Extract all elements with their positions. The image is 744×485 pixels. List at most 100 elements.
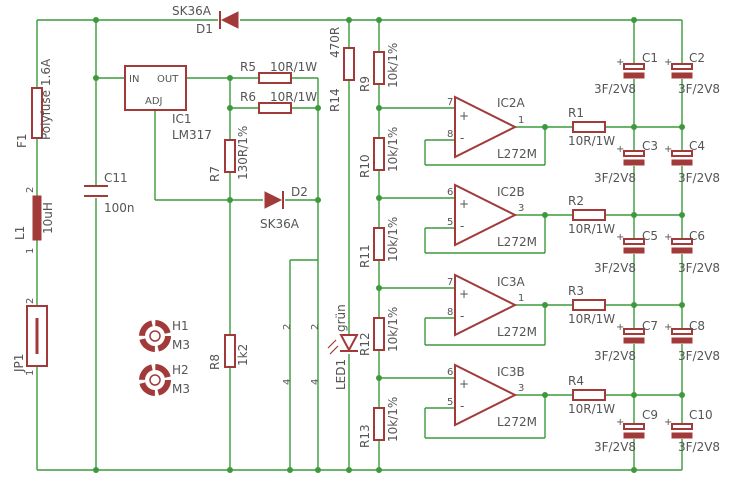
r4-value: 10R/1W xyxy=(568,402,615,416)
ic2a-name: IC2A xyxy=(497,96,526,110)
resistor-r5: R5 10R/1W xyxy=(240,60,317,84)
r11-value: 10k/1% xyxy=(386,217,400,262)
r3-name: R3 xyxy=(568,284,584,298)
c1-name: C1 xyxy=(642,51,658,65)
c8-value: 3F/2V8 xyxy=(678,349,720,363)
ic2b-name: IC2B xyxy=(497,185,525,199)
ic3a-value: L272M xyxy=(497,325,537,339)
led1-pin2a: 2 xyxy=(282,324,293,330)
resistor-r3: R3 10R/1W xyxy=(568,284,615,326)
c5-name: C5 xyxy=(642,229,658,243)
r9-name: R9 xyxy=(358,76,372,92)
opamp-ic3a: + - 7 8 1 IC3A L272M xyxy=(447,273,537,339)
r2-value: 10R/1W xyxy=(568,222,615,236)
resistor-r12: R12 10k/1% xyxy=(358,307,400,356)
c2-value: 3F/2V8 xyxy=(678,82,720,96)
capacitor-c6: + C6 3F/2V8 xyxy=(664,229,720,275)
ic1-pin-out: OUT xyxy=(157,74,179,85)
r6-name: R6 xyxy=(240,90,256,104)
led1-pin4a: 4 xyxy=(282,379,293,385)
r1-name: R1 xyxy=(568,106,584,120)
r1-value: 10R/1W xyxy=(568,134,615,148)
c2-plus: + xyxy=(664,57,672,68)
capacitor-c1: + C1 3F/2V8 xyxy=(594,51,658,96)
resistor-r7: R7 130R/1% xyxy=(208,126,250,182)
resistor-r13: R13 10k/1% xyxy=(358,397,400,448)
jp1-pin1: 1 xyxy=(25,370,36,376)
r3-value: 10R/1W xyxy=(568,312,615,326)
jumper-jp1: 2 1 JP1 xyxy=(12,298,48,376)
r5-value: 10R/1W xyxy=(270,60,317,74)
led1-name: LED1 xyxy=(334,359,348,390)
c4-name: C4 xyxy=(689,139,705,153)
c9-plus: + xyxy=(616,417,624,428)
r10-name: R10 xyxy=(358,154,372,178)
ic3b-minus: - xyxy=(460,399,464,413)
ic2a-pin-minus: 8 xyxy=(447,129,453,140)
resistor-r2: R2 10R/1W xyxy=(568,194,615,236)
ic1-pin-adj: ADJ xyxy=(145,96,163,107)
c1-value: 3F/2V8 xyxy=(594,82,636,96)
mounting-hole-h1: H1 M3 xyxy=(139,319,190,352)
h1-value: M3 xyxy=(172,338,190,352)
l1-name: L1 xyxy=(13,226,27,240)
c1-plus: + xyxy=(616,57,624,68)
ic3a-pin-out: 1 xyxy=(518,293,524,304)
c3-plus: + xyxy=(616,144,624,155)
ic1-name: IC1 xyxy=(172,112,192,126)
c7-plus: + xyxy=(616,322,624,333)
ic3b-plus: + xyxy=(459,377,469,391)
resistor-r9: R9 10k/1% xyxy=(358,43,400,92)
r2-name: R2 xyxy=(568,194,584,208)
d2-value: SK36A xyxy=(260,217,300,231)
d1-value: SK36A xyxy=(172,4,212,18)
ic3b-pin-out: 3 xyxy=(518,383,524,394)
c11-value: 100n xyxy=(104,201,135,215)
ic3b-pin-minus: 5 xyxy=(447,397,453,408)
led1-pin4b: 4 xyxy=(310,379,321,385)
ic2b-value: L272M xyxy=(497,235,537,249)
ic3a-minus: - xyxy=(460,309,464,323)
opamp-ic2b: + - 6 5 3 IC2B L272M xyxy=(447,183,537,249)
led1-pin2b: 2 xyxy=(310,324,321,330)
c10-value: 3F/2V8 xyxy=(678,440,720,454)
l1-pin1: 1 xyxy=(25,248,36,254)
resistor-r11: R11 10k/1% xyxy=(358,217,400,268)
led1-value: grün xyxy=(334,304,348,332)
c9-name: C9 xyxy=(642,408,658,422)
ic3a-pin-plus: 7 xyxy=(447,277,453,288)
r14-value: 470R xyxy=(328,27,342,58)
resistor-r4: R4 10R/1W xyxy=(568,374,615,416)
capacitor-c8: + C8 3F/2V8 xyxy=(664,319,720,363)
ic2b-pin-minus: 5 xyxy=(447,217,453,228)
r4-name: R4 xyxy=(568,374,584,388)
l1-value: 10uH xyxy=(41,202,55,234)
ic1-pin-in: IN xyxy=(129,74,139,85)
resistor-r6: R6 10R/1W xyxy=(240,90,317,114)
r13-name: R13 xyxy=(358,424,372,448)
r5-name: R5 xyxy=(240,60,256,74)
ic2a-minus: - xyxy=(460,131,464,145)
jp1-name: JP1 xyxy=(12,354,26,373)
resistor-r10: R10 10k/1% xyxy=(358,127,400,178)
h1-name: H1 xyxy=(172,319,189,333)
capacitor-c11: C11 100n xyxy=(84,171,135,215)
c6-value: 3F/2V8 xyxy=(678,261,720,275)
diode-d1: SK36A D1 xyxy=(172,4,240,36)
capacitor-c10: + C10 3F/2V8 xyxy=(664,408,720,454)
r10-value: 10k/1% xyxy=(386,127,400,172)
c6-plus: + xyxy=(664,232,672,243)
mounting-hole-h2: H2 M3 xyxy=(139,363,190,396)
diode-d2: D2 SK36A xyxy=(260,185,308,231)
c10-plus: + xyxy=(664,417,672,428)
ic2a-pin-plus: 7 xyxy=(447,97,453,108)
ic2b-pin-plus: 6 xyxy=(447,187,453,198)
inductor-l1: 2 1 L1 10uH xyxy=(13,187,55,254)
capacitor-c5: + C5 3F/2V8 xyxy=(594,229,658,275)
resistor-r14: 470R R14 xyxy=(328,27,355,112)
opamp-ic2a: + - 7 8 1 IC2A L272M xyxy=(447,95,537,161)
r8-value: 1k2 xyxy=(236,344,250,366)
capacitor-c9: + C9 3F/2V8 xyxy=(594,408,658,454)
